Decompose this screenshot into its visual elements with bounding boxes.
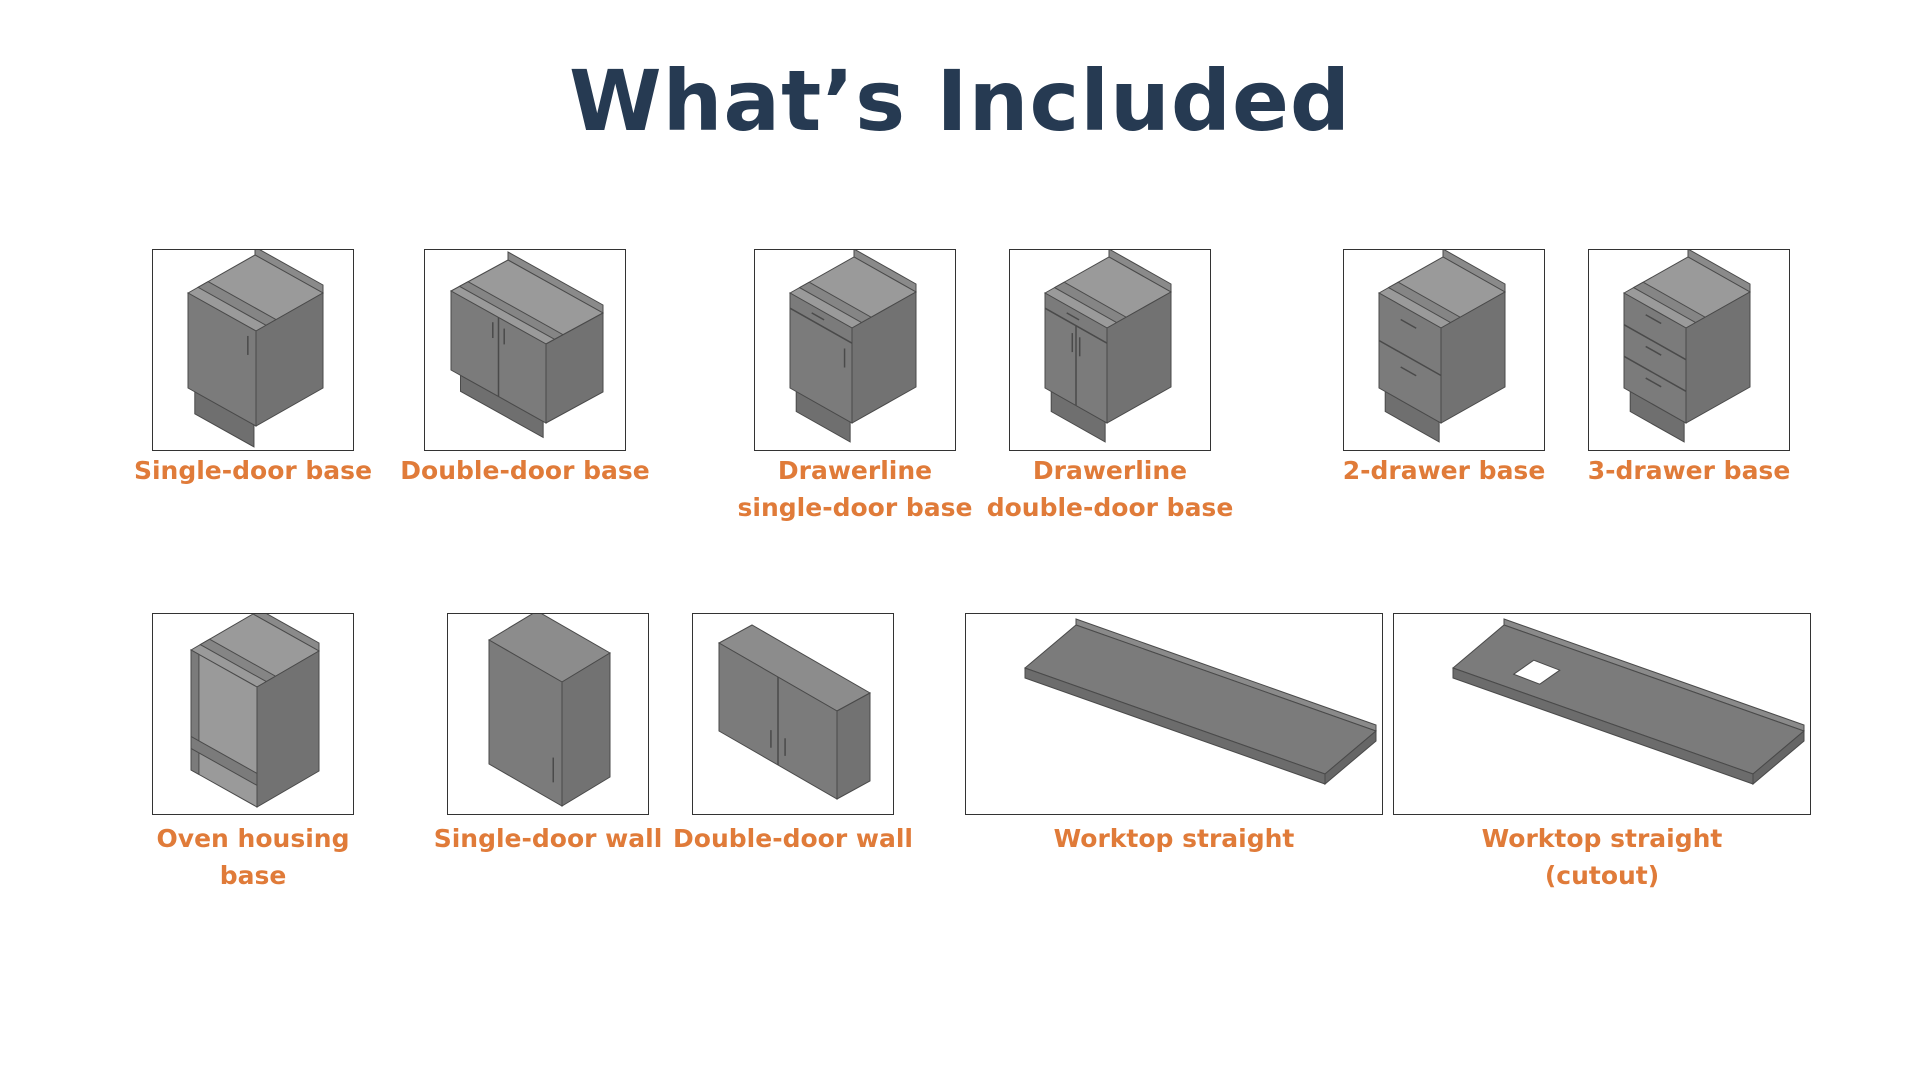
drawerline-single-door-base-illustration [788,250,918,443]
label-line: Worktop straight [1053,824,1295,853]
double-door-wall-image [692,613,894,815]
drawer-handle [1400,318,1417,329]
worktop-end [1324,729,1377,786]
drawer-handle [1645,377,1662,388]
double-door-wall-label: Double-door wall [673,820,913,857]
label-line: Oven housing [156,824,350,853]
oven-shelf [190,735,258,787]
drawer-handle [1645,345,1662,356]
double-door-wall-illustration [717,624,872,800]
worktop-straight-illustration [1024,618,1377,786]
drawerline-single-door-base-image [754,249,956,451]
3-drawer-base-illustration [1622,250,1752,443]
oven-housing-base-illustration [189,614,321,808]
single-door-wall-image [447,613,649,815]
single-door-wall-illustration [488,614,611,807]
worktop-straight-cutout-label: Worktop straight (cutout) [1482,820,1723,894]
label-line: single-door base [737,493,973,522]
side-panel [836,692,871,800]
double-door-base-label: Double-door base [400,452,649,489]
single-door-base-image [152,249,354,451]
double-door-base-illustration [449,251,605,439]
label-line: Single-door wall [433,824,663,853]
label-line: Double-door wall [673,824,913,853]
drawer-handle [1066,312,1080,321]
label-line: Drawerline [1032,456,1188,485]
drawer-divider [1378,339,1442,377]
drawer-handle [1645,314,1662,325]
worktop-straight-cutout-illustration [1452,618,1805,786]
oven-frame [190,649,200,776]
2-drawer-base-label: 2-drawer base [1343,452,1546,489]
label-line: Single-door base [133,456,373,485]
sink-cutout [1512,659,1561,685]
single-door-base-label: Single-door base [134,452,372,489]
3-drawer-base-image [1588,249,1790,451]
drawerline-double-door-base-image [1009,249,1211,451]
page-title: What’s Included [568,52,1352,150]
label-line: (cutout) [1544,861,1660,890]
drawer-line [789,307,853,344]
2-drawer-base-image [1343,249,1545,451]
worktop-straight-cutout-image [1393,613,1811,815]
drawer-handle [1400,366,1417,377]
drawerline-double-door-base-illustration [1043,250,1173,443]
label-line: double-door base [986,493,1234,522]
worktop-straight-image [965,613,1383,815]
front-panel [789,292,853,424]
oven-housing-base-label: Oven housing base [157,820,350,894]
label-line: 2-drawer base [1342,456,1546,485]
label-line: Double-door base [400,456,650,485]
worktop-surface [1452,624,1805,775]
double-door-base-image [424,249,626,451]
worktop-straight-label: Worktop straight [1054,820,1295,857]
worktop-end [1752,729,1805,786]
single-door-wall-label: Single-door wall [434,820,663,857]
drawer-divider [1623,324,1687,361]
label-line: base [219,861,287,890]
worktop-surface [1024,624,1377,775]
front-panel [488,639,563,807]
2-drawer-base-illustration [1377,250,1507,443]
drawer-divider [1623,355,1687,392]
oven-housing-base-image [152,613,354,815]
3-drawer-base-label: 3-drawer base [1588,452,1791,489]
front-panel [187,292,257,427]
drawerline-double-door-base-label: Drawerline double-door base [987,452,1234,526]
label-line: 3-drawer base [1587,456,1791,485]
single-door-base-illustration [186,250,325,448]
label-line: Drawerline [777,456,933,485]
drawerline-single-door-base-label: Drawerline single-door base [738,452,973,526]
drawer-handle [811,312,825,321]
label-line: Worktop straight [1481,824,1723,853]
